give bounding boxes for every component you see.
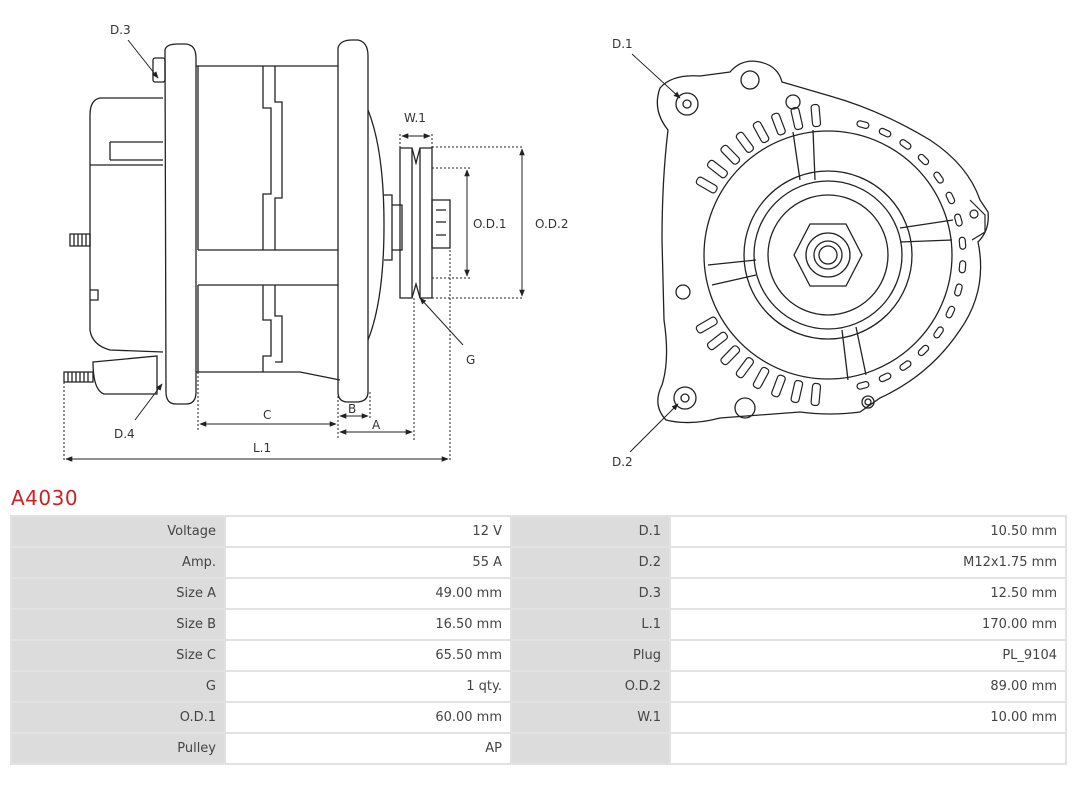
vent-slot xyxy=(954,213,963,227)
spec-label: Size C xyxy=(12,641,224,670)
vent-slot xyxy=(706,159,728,179)
spec-value xyxy=(671,734,1065,763)
vent-slot xyxy=(954,283,963,297)
spec-value: 55 A xyxy=(226,548,510,577)
spec-label: G xyxy=(12,672,224,701)
vent-slot xyxy=(735,131,755,153)
spec-label: Size A xyxy=(12,579,224,608)
vent-slot xyxy=(735,357,755,379)
label-a: A xyxy=(372,418,381,432)
label-d4: D.4 xyxy=(114,427,135,441)
spec-label: Amp. xyxy=(12,548,224,577)
front-view-leaders xyxy=(629,53,681,453)
vent-slot xyxy=(933,171,944,184)
spec-label: Voltage xyxy=(12,517,224,546)
vent-slot xyxy=(856,381,870,390)
specifications-table: Voltage 12 V D.1 10.50 mm Amp. 55 A D.2 … xyxy=(10,515,1067,765)
spec-label: W.1 xyxy=(512,703,669,732)
label-c: C xyxy=(263,408,271,422)
table-row: Size A 49.00 mm D.3 12.50 mm xyxy=(12,579,1065,608)
table-row: G 1 qty. O.D.2 89.00 mm xyxy=(12,672,1065,701)
spec-value: 10.50 mm xyxy=(671,517,1065,546)
spec-value: 12 V xyxy=(226,517,510,546)
vent-slot xyxy=(706,331,728,351)
spec-value: 1 qty. xyxy=(226,672,510,701)
vent-slot xyxy=(917,344,930,357)
table-row: Amp. 55 A D.2 M12x1.75 mm xyxy=(12,548,1065,577)
label-b: B xyxy=(348,402,356,416)
spec-value: 89.00 mm xyxy=(671,672,1065,701)
vent-slot xyxy=(752,366,770,390)
vent-slot xyxy=(899,139,912,150)
vent-slot xyxy=(695,316,718,334)
spec-value: 60.00 mm xyxy=(226,703,510,732)
spec-label: Pulley xyxy=(12,734,224,763)
vent-slot xyxy=(790,106,804,131)
table-row: Size C 65.50 mm Plug PL_9104 xyxy=(12,641,1065,670)
label-d3: D.3 xyxy=(110,23,131,37)
spec-value: 12.50 mm xyxy=(671,579,1065,608)
vent-slot xyxy=(771,112,786,136)
spec-label xyxy=(512,734,669,763)
table-row: O.D.1 60.00 mm W.1 10.00 mm xyxy=(12,703,1065,732)
side-view-dimension-labels: D.3 W.1 O.D.1 O.D.2 G C B A L.1 D.4 xyxy=(110,23,568,455)
vent-slot xyxy=(945,191,956,205)
front-view-dimension-labels: D.1 D.2 xyxy=(612,37,633,469)
side-view-dimensions xyxy=(63,39,525,462)
spec-value: 65.50 mm xyxy=(226,641,510,670)
front-view-vent-slots xyxy=(695,103,967,407)
front-view-right-tab xyxy=(969,199,986,241)
alternator-technical-drawing: D.3 W.1 O.D.1 O.D.2 G C B A L.1 D.4 xyxy=(63,23,989,469)
vent-slot xyxy=(810,382,822,407)
part-number-title: A4030 xyxy=(11,486,79,510)
spec-label: D.1 xyxy=(512,517,669,546)
spec-value: PL_9104 xyxy=(671,641,1065,670)
spec-label: O.D.1 xyxy=(12,703,224,732)
spec-label: O.D.2 xyxy=(512,672,669,701)
spec-label: D.3 xyxy=(512,579,669,608)
label-d1: D.1 xyxy=(612,37,633,51)
vent-slot xyxy=(752,120,770,144)
table-row: Voltage 12 V D.1 10.50 mm xyxy=(12,517,1065,546)
table-row: Size B 16.50 mm L.1 170.00 mm xyxy=(12,610,1065,639)
spec-value: 49.00 mm xyxy=(226,579,510,608)
vent-slot xyxy=(899,360,912,371)
spec-value: AP xyxy=(226,734,510,763)
spec-value: M12x1.75 mm xyxy=(671,548,1065,577)
vent-slot xyxy=(878,127,892,138)
spec-value: 16.50 mm xyxy=(226,610,510,639)
alternator-front-view xyxy=(656,60,989,424)
vent-slot xyxy=(771,374,786,398)
vent-slot xyxy=(856,120,870,129)
table-row: Pulley AP xyxy=(12,734,1065,763)
vent-slot xyxy=(790,379,804,404)
label-w1: W.1 xyxy=(404,111,426,125)
vent-slot xyxy=(958,260,967,274)
vent-slot xyxy=(810,103,822,128)
spec-label: Size B xyxy=(12,610,224,639)
label-od1: O.D.1 xyxy=(473,217,506,231)
alternator-side-view xyxy=(63,39,451,405)
vent-slot xyxy=(720,144,741,165)
vent-slot xyxy=(695,176,718,194)
label-d2: D.2 xyxy=(612,455,633,469)
vent-slot xyxy=(945,305,956,319)
spec-value: 10.00 mm xyxy=(671,703,1065,732)
label-od2: O.D.2 xyxy=(535,217,568,231)
label-g: G xyxy=(466,353,475,367)
spec-label: Plug xyxy=(512,641,669,670)
vent-slot xyxy=(917,153,930,166)
label-l1: L.1 xyxy=(253,441,271,455)
vent-slot xyxy=(933,326,944,339)
vent-slot xyxy=(720,345,741,366)
vent-slot xyxy=(878,372,892,383)
spec-value: 170.00 mm xyxy=(671,610,1065,639)
spec-label: D.2 xyxy=(512,548,669,577)
vent-slot xyxy=(958,236,967,250)
spec-label: L.1 xyxy=(512,610,669,639)
